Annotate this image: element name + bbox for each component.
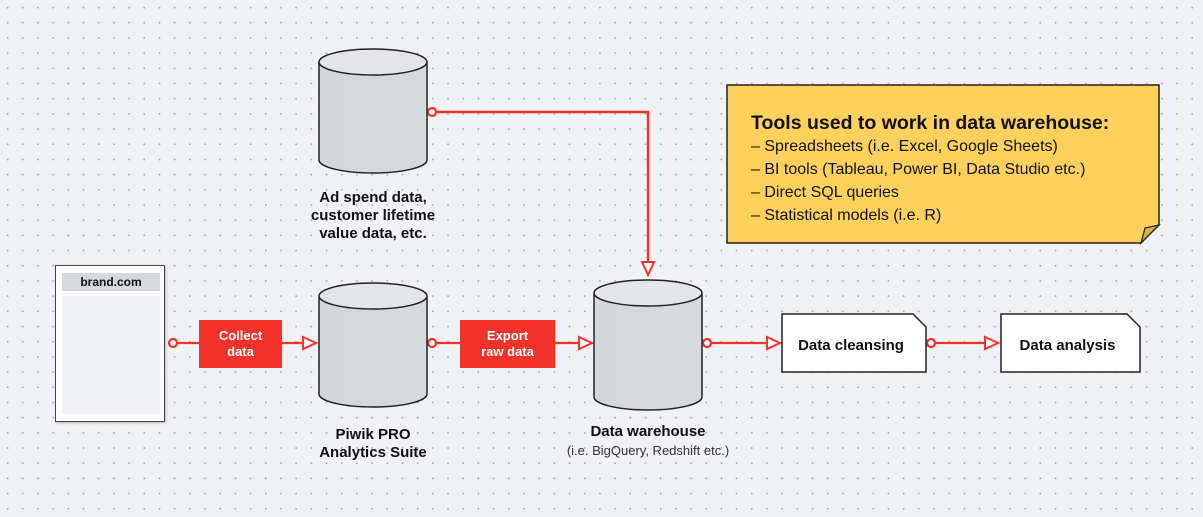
sticky-note-shape[interactable] (726, 84, 1162, 246)
connector-start-dot (426, 337, 438, 349)
arrowhead-icon (302, 335, 319, 351)
collect-data-step[interactable]: Collect data (199, 320, 282, 368)
export-raw-data-step[interactable]: Export raw data (460, 320, 555, 368)
ad-spend-label-line2: customer lifetime (310, 207, 436, 224)
note-item: – Spreadsheets (i.e. Excel, Google Sheet… (751, 138, 1058, 155)
note-item: – Direct SQL queries (751, 184, 899, 201)
note-item: – BI tools (Tableau, Power BI, Data Stud… (751, 161, 1086, 178)
website-browser-window[interactable]: brand.com (55, 265, 165, 422)
data-analysis-card-shape[interactable] (1000, 313, 1141, 373)
arrowhead-icon (640, 261, 656, 278)
ad-spend-label-line3: value data, etc. (319, 225, 427, 242)
piwik-database-label: Piwik PRO Analytics Suite (293, 426, 453, 462)
arrowhead-icon (578, 335, 595, 351)
connector-adspend-to-warehouse (436, 110, 650, 263)
ad-spend-database-icon[interactable] (318, 48, 428, 174)
data-cleansing-card-shape[interactable] (781, 313, 927, 373)
export-label-line1: Export (486, 328, 529, 343)
arrowhead-icon (984, 335, 1001, 351)
data-cleansing-label: Data cleansing (798, 337, 904, 354)
browser-content-area (62, 296, 160, 414)
data-warehouse-database-icon[interactable] (593, 279, 703, 411)
connector-start-dot (167, 337, 179, 349)
tools-sticky-note: Tools used to work in data warehouse: – … (727, 85, 1159, 243)
arrowhead-icon (766, 335, 783, 351)
browser-address-bar: brand.com (62, 273, 160, 291)
piwik-database-icon[interactable] (318, 282, 428, 408)
piwik-label-line1: Piwik PRO (335, 426, 411, 443)
connector-start-dot (426, 106, 438, 118)
data-warehouse-subtitle: (i.e. BigQuery, Redshift etc.) (566, 443, 730, 458)
note-item: – Statistical models (i.e. R) (751, 207, 942, 224)
collect-data-label-line2: data (227, 344, 254, 359)
connector-start-dot (925, 337, 937, 349)
data-analysis-label: Data analysis (1019, 337, 1116, 354)
data-warehouse-title: Data warehouse (590, 423, 706, 440)
note-title: Tools used to work in data warehouse: (751, 112, 1110, 134)
piwik-label-line2: Analytics Suite (319, 444, 427, 461)
ad-spend-label-line1: Ad spend data, (319, 189, 427, 206)
ad-spend-database-label: Ad spend data, customer lifetime value d… (293, 189, 453, 243)
connector-start-dot (701, 337, 713, 349)
export-label-line2: raw data (481, 344, 534, 359)
collect-data-label-line1: Collect (218, 328, 263, 343)
